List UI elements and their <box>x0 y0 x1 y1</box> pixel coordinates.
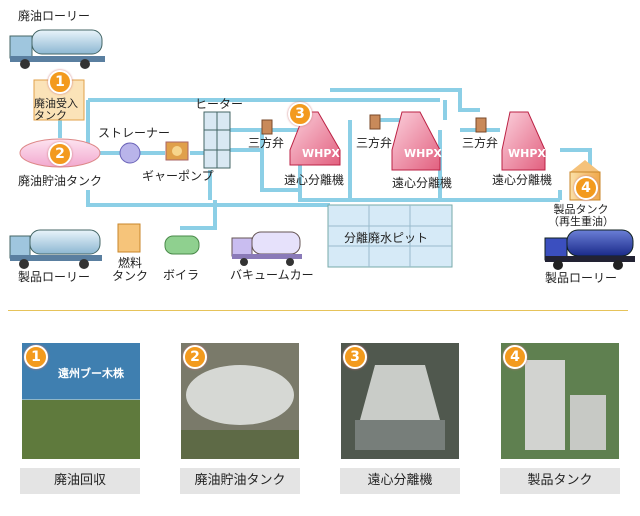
centrifuge-label-3: 遠心分離機 <box>492 173 553 187</box>
product-lorry-left-icon <box>9 229 102 269</box>
product-lorry-left-label: 製品ローリー <box>18 270 91 284</box>
water-pit-label: 分離廃水ピット <box>344 231 429 245</box>
water-pit-icon <box>327 204 453 268</box>
whpx-label-3: WHPX <box>508 147 546 160</box>
whpx-label-2: WHPX <box>404 147 442 160</box>
strainer-icon <box>119 142 141 164</box>
heater-label: ヒーター <box>195 97 244 111</box>
boiler-label: ボイラ <box>163 268 200 282</box>
vacuum-car-label: バキュームカー <box>230 268 314 282</box>
three-way-valve-label-3: 三方弁 <box>462 136 499 150</box>
gear-pump-icon <box>165 141 189 161</box>
step-badge-3: 3 <box>288 102 312 126</box>
gear-pump-label: ギャーポンプ <box>142 169 214 183</box>
step-badge-1: 1 <box>48 70 72 94</box>
pipe-network <box>58 88 592 230</box>
section-divider <box>8 310 628 311</box>
centrifuge-icon <box>289 111 546 171</box>
boiler-icon <box>164 235 200 255</box>
whpx-label-1: WHPX <box>302 147 340 160</box>
fuel-tank-label: 燃料 タンク <box>112 256 149 284</box>
waste-oil-lorry-icon <box>9 29 105 69</box>
receiving-tank-label: 廃油受入 タンク <box>34 97 78 123</box>
product-lorry-right-icon <box>544 229 635 270</box>
photo-1-truck-text: 遠州ブー木株 <box>58 367 124 380</box>
three-way-valve-icon <box>261 114 487 135</box>
three-way-valve-label-2: 三方弁 <box>356 136 393 150</box>
photo-4-badge: 4 <box>503 345 527 369</box>
three-way-valve-label-1: 三方弁 <box>248 136 285 150</box>
vacuum-car-icon <box>231 231 302 266</box>
fuel-tank-icon <box>117 223 141 253</box>
waste-oil-lorry-label: 廃油ローリー <box>18 9 91 23</box>
photo-4-caption: 製品タンク <box>500 468 620 494</box>
photo-3-badge: 3 <box>343 345 367 369</box>
photo-2-caption: 廃油貯油タンク <box>180 468 300 494</box>
photo-2-badge: 2 <box>183 345 207 369</box>
storage-tank-label: 廃油貯油タンク <box>18 174 103 188</box>
product-tank-label: 製品タンク （再生重油） <box>548 203 614 229</box>
step-badge-2: 2 <box>48 142 72 166</box>
product-lorry-right-label: 製品ローリー <box>545 271 618 285</box>
heater-icon <box>203 111 231 169</box>
photo-1-caption: 廃油回収 <box>20 468 140 494</box>
photo-1-image <box>22 343 140 459</box>
centrifuge-label-2: 遠心分離機 <box>392 176 453 190</box>
centrifuge-label-1: 遠心分離機 <box>284 173 345 187</box>
photo-1-badge: 1 <box>24 345 48 369</box>
photo-3-caption: 遠心分離機 <box>340 468 460 494</box>
step-badge-4: 4 <box>574 176 598 200</box>
strainer-label: ストレーナー <box>98 126 171 140</box>
